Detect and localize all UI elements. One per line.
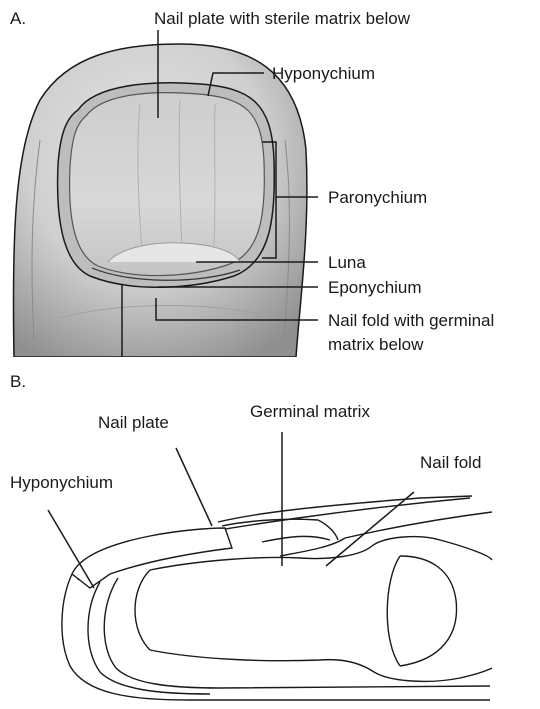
nail-fold-inner	[222, 519, 338, 540]
bone-volar	[150, 650, 492, 681]
label-nail-fold-b: Nail fold	[420, 453, 481, 472]
germinal-matrix-line	[262, 536, 330, 542]
label-nail-plate: Nail plate with sterile matrix below	[154, 9, 411, 28]
pulp-inner-contour	[88, 582, 210, 694]
label-nail-fold-line2: matrix below	[328, 335, 424, 354]
pulp-inner-contour-2	[104, 578, 490, 688]
leader-nail-plate-b	[176, 448, 212, 526]
leader-nail-fold-b	[326, 492, 414, 566]
panel-a-label: A.	[10, 9, 26, 28]
label-nail-plate-b: Nail plate	[98, 413, 169, 432]
label-hyponychium-a: Hyponychium	[272, 64, 375, 83]
label-paronychium: Paronychium	[328, 188, 427, 207]
bone-tip	[135, 570, 150, 650]
panel-b-label: B.	[10, 372, 26, 391]
label-nail-fold-line1: Nail fold with germinal	[328, 311, 494, 330]
nail-plate-section	[72, 528, 232, 588]
panel-a: A.	[10, 9, 494, 357]
label-germinal-matrix: Germinal matrix	[250, 402, 370, 421]
label-eponychium: Eponychium	[328, 278, 422, 297]
label-hyponychium-b: Hyponychium	[10, 473, 113, 492]
joint-head	[400, 556, 457, 666]
fingertip-illustration	[13, 44, 307, 357]
finger-cross-section	[62, 496, 492, 700]
dorsal-inner-contour	[345, 512, 492, 538]
label-luna: Luna	[328, 253, 366, 272]
matrix-base	[280, 538, 345, 556]
joint-contour	[387, 556, 400, 666]
panel-b: B.	[10, 372, 492, 700]
nail-fold-top	[218, 496, 472, 522]
